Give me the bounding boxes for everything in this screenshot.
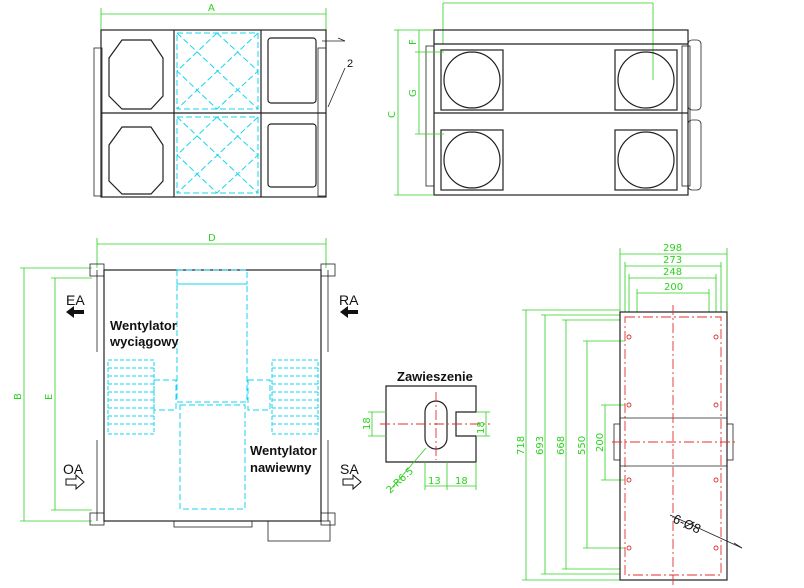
- suspension-detail: Zawieszenie 18 18 13 18 2-R6.5: [362, 369, 490, 496]
- dim-c-label: C: [387, 111, 398, 118]
- slot-height-right: 18: [476, 421, 487, 434]
- holes-label: 6-Ø8: [671, 511, 704, 536]
- dim-a-label: A: [208, 3, 215, 14]
- dim-f-label: F: [408, 39, 419, 45]
- height-550: 550: [577, 436, 588, 455]
- front-view: A 2: [93, 3, 353, 198]
- ra-arrow-icon: [340, 306, 358, 318]
- width-200: 200: [664, 282, 683, 293]
- width-298: 298: [663, 243, 682, 254]
- slot-height-left: 18: [362, 417, 373, 430]
- supply-fan-label-line1: Wentylator: [250, 443, 317, 458]
- sa-arrow-icon: [342, 473, 362, 491]
- oa-label: OA: [63, 461, 84, 477]
- height-668: 668: [556, 436, 567, 455]
- ea-label: EA: [66, 292, 85, 308]
- dim-b-label: B: [13, 393, 24, 400]
- height-200: 200: [595, 433, 606, 452]
- callout-2: 2: [347, 58, 353, 70]
- plan-view: D B E: [13, 233, 362, 542]
- ea-arrow-icon: [66, 306, 84, 318]
- suspension-title: Zawieszenie: [397, 369, 473, 384]
- sa-label: SA: [340, 461, 359, 477]
- oa-arrow-icon: [65, 473, 85, 491]
- slot-width-1: 13: [428, 476, 441, 487]
- width-248: 248: [663, 267, 682, 278]
- exhaust-fan-label-line1: Wentylator: [110, 318, 177, 333]
- slot-width-2: 18: [455, 476, 468, 487]
- exhaust-fan-hatch: [107, 359, 155, 435]
- exhaust-fan-label-line2: wyciągowy: [109, 334, 179, 349]
- height-693: 693: [535, 436, 546, 455]
- dim-e-label: E: [44, 394, 55, 400]
- supply-fan-hatch: [271, 359, 319, 435]
- slot-radius: 2-R6.5: [385, 466, 417, 496]
- dim-g-label: G: [408, 89, 419, 97]
- height-718: 718: [516, 436, 527, 455]
- supply-fan-label-line2: nawiewny: [250, 460, 312, 475]
- mounting-plate-view: 298 273 248 200 718 693 668 550 200: [516, 243, 743, 586]
- side-view: C F G: [387, 2, 702, 196]
- ra-label: RA: [339, 292, 359, 308]
- dim-d-label: D: [208, 233, 216, 244]
- width-273: 273: [663, 255, 682, 266]
